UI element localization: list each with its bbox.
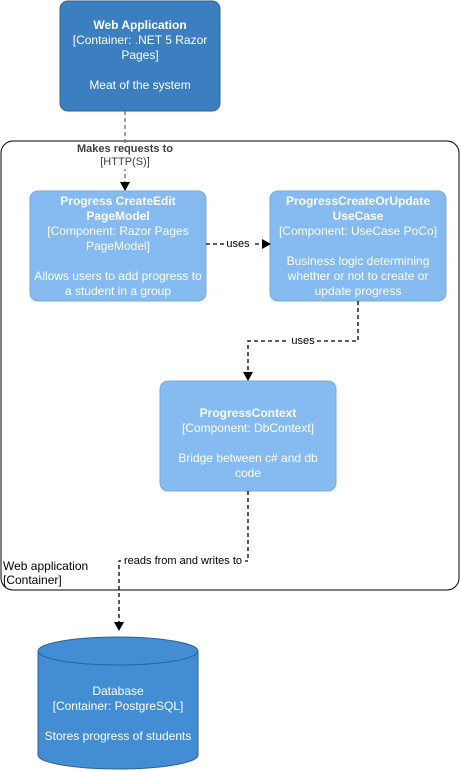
progress-create-edit-desc: Allows users to add progress to a studen… xyxy=(34,269,202,298)
edge-label-makes-requests: Makes requests to xyxy=(77,143,173,155)
progress-usecase-desc: Business logic determining whether or no… xyxy=(286,254,430,298)
progress-create-edit-title: Progress CreateEdit PageModel xyxy=(60,194,176,223)
database-title: Database xyxy=(92,684,144,698)
boundary-type: [Container] xyxy=(3,573,62,587)
boundary-label: Web application [Container] xyxy=(3,559,88,587)
web-application-node[interactable] xyxy=(59,0,221,112)
arrowhead-pagemodel-to-usecase xyxy=(262,239,271,249)
progress-context-label: ProgressContext [Component: DbContext] B… xyxy=(164,406,332,481)
progress-usecase-label: ProgressCreateOrUpdate UseCase [Componen… xyxy=(274,194,442,299)
web-application-boundary xyxy=(0,140,460,591)
arrowhead-context-to-database xyxy=(114,622,124,631)
database-label: Database [Container: PostgreSQL] Stores … xyxy=(44,684,192,744)
database-desc: Stores progress of students xyxy=(44,729,192,743)
progress-usecase-tech: [Component: UseCase PoCo] xyxy=(278,224,438,238)
arrowhead-usecase-to-context xyxy=(243,372,253,381)
progress-create-edit-node[interactable] xyxy=(29,190,207,302)
edge-label-usecase-to-context: uses xyxy=(289,335,317,348)
web-application-label: Web Application [Container: .NET 5 Razor… xyxy=(64,18,216,93)
edge-label-webapp-to-pagemodel: Makes requests to [HTTP(S)] xyxy=(66,143,184,169)
progress-usecase-title: ProgressCreateOrUpdate UseCase xyxy=(285,194,431,223)
progress-context-desc: Bridge between c# and db code xyxy=(178,451,318,480)
boundary-name: Web application xyxy=(3,559,89,573)
database-tech: [Container: PostgreSQL] xyxy=(52,699,184,713)
web-application-desc: Meat of the system xyxy=(89,78,191,92)
web-application-tech: [Container: .NET 5 Razor Pages] xyxy=(72,33,208,62)
progress-create-edit-label: Progress CreateEdit PageModel [Component… xyxy=(34,194,202,299)
edge-label-context-to-database: reads from and writes to xyxy=(121,555,245,568)
edge-label-http: [HTTP(S)] xyxy=(100,156,150,168)
database-node[interactable] xyxy=(37,636,199,770)
progress-context-title: ProgressContext xyxy=(199,406,297,420)
edge-label-pagemodel-to-usecase: uses xyxy=(224,238,252,251)
web-application-title: Web Application xyxy=(93,18,187,32)
arrowhead-webapp-to-pagemodel xyxy=(120,182,130,191)
progress-context-tech: [Component: DbContext] xyxy=(181,421,315,435)
progress-create-edit-tech: [Component: Razor Pages PageModel] xyxy=(47,224,189,253)
